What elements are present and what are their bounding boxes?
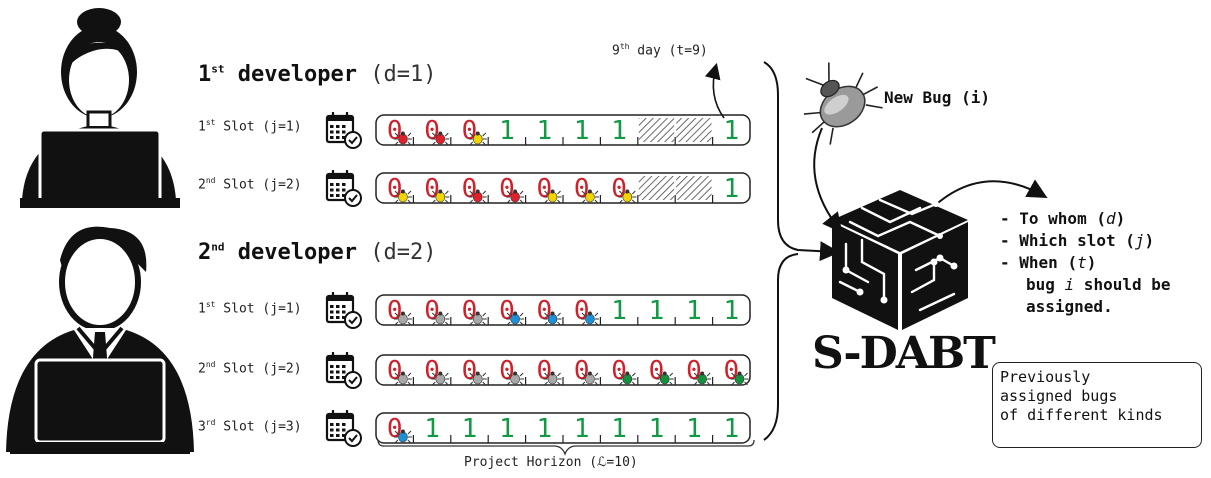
bug-icon [506,371,525,386]
slot-label-d2-j2: 2nd Slot (j=2) [198,360,302,377]
slot-label-d1-j2: 2nd Slot (j=2) [198,176,302,193]
cell-one: 1 [611,296,627,326]
cell-one: 1 [649,414,665,444]
cell-one: 1 [723,116,739,146]
hatched-cell [676,176,712,200]
cell-one: 1 [499,116,515,146]
bug-icon [431,131,450,146]
day-annotation-arrow [704,62,725,119]
horizon-label: Project Horizon (ℒ=10) [464,455,638,470]
new-bug-label: New Bug (i) [884,88,990,107]
question-tail-2: assigned. [1026,297,1113,316]
cell-one: 1 [723,296,739,326]
bug-icon [730,371,749,386]
calendar-check-icon-d1-j1 [325,112,362,149]
cell-one: 1 [686,296,702,326]
question-whom: - To whom (d) [1000,209,1126,228]
bug-icon [580,189,599,204]
slot-label-d2-j1: 1st Slot (j=1) [198,300,302,317]
bug-icon [618,189,637,204]
cell-one: 1 [723,174,739,204]
cell-one: 1 [462,414,478,444]
bug-icon [543,311,562,326]
cell-one: 1 [424,414,440,444]
bug-icon [468,371,487,386]
question-slot: - Which slot (j) [1000,231,1155,250]
bug-icon [543,189,562,204]
slot-label-d1-j1: 1st Slot (j=1) [198,118,302,135]
bug-icon [393,371,412,386]
circuit-cube-icon [832,190,968,330]
cell-one: 1 [499,414,515,444]
question-tail-1: bug i should be [1026,275,1171,294]
cell-one: 1 [536,116,552,146]
bug-icon [468,311,487,326]
assignment-questions: - To whom (d) - Which slot (j) - When (t… [1000,208,1171,318]
cell-one: 1 [536,414,552,444]
bug-icon [393,189,412,204]
cell-one: 1 [611,116,627,146]
legend-text: Previously assigned bugs of different ki… [1000,368,1163,425]
legend-line-1: Previously [1000,368,1091,386]
bug-icon [468,189,487,204]
bug-icon [580,311,599,326]
horizon-brace [377,439,755,456]
developer-male-icon [6,226,194,454]
calendar-check-icon-d2-j1 [325,292,362,329]
bug-icon [543,371,562,386]
hatched-cell [638,118,675,142]
hatched-cell [638,176,675,200]
developer-female-icon [20,8,180,208]
new-bug-arrow [813,127,843,234]
legend-box [992,362,1202,448]
bug-icon [393,311,412,326]
bug-icon [431,371,450,386]
legend-line-3: of different kinds [1000,406,1163,424]
cell-one: 1 [723,414,739,444]
calendar-check-icon-d1-j2 [325,170,362,207]
question-when: - When (t) [1000,253,1097,272]
bug-icon [618,371,637,386]
bracket-developer-2 [763,253,799,441]
bug-icon [468,131,487,146]
bug-icon [431,311,450,326]
cell-one: 1 [649,296,665,326]
bug-icon [693,371,712,386]
legend-line-2: assigned bugs [1000,387,1118,405]
cell-one: 1 [686,414,702,444]
cell-one: 1 [574,116,590,146]
hatched-cell [676,118,712,142]
bug-icon [580,371,599,386]
bug-icon [655,371,674,386]
day-annotation: 9th day (t=9) [612,42,708,59]
calendar-check-icon-d2-j3 [325,410,362,447]
bug-icon [393,131,412,146]
bug-icon [506,189,525,204]
bug-icon [431,189,450,204]
bracket-developer-1 [763,61,840,262]
bug-icon [506,311,525,326]
bug-icon [393,429,412,444]
developer-1-title: 1st developer (d=1) [198,62,437,87]
output-arrow [927,179,1048,213]
developer-2-title: 2nd developer (d=2) [198,240,437,265]
cell-one: 1 [574,414,590,444]
system-name: S-DABT [812,328,996,379]
calendar-check-icon-d2-j2 [325,352,362,389]
slot-label-d2-j3: 3rd Slot (j=3) [198,418,302,435]
beetle-icon [803,62,883,145]
cell-one: 1 [611,414,627,444]
